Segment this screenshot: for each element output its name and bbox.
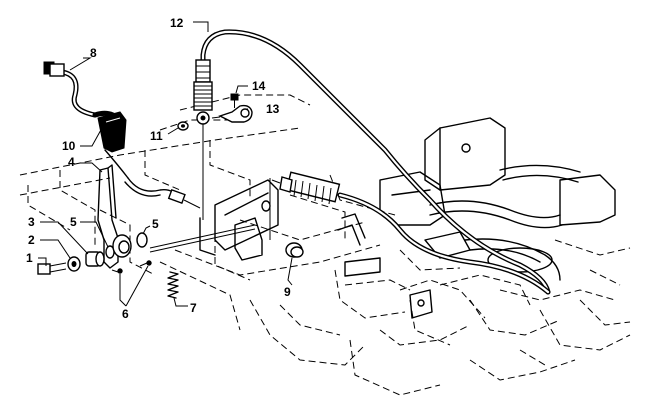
callout-4: 4 bbox=[68, 155, 75, 169]
callout-7: 7 bbox=[190, 301, 197, 315]
callout-8: 8 bbox=[90, 46, 97, 60]
cable-12 bbox=[193, 29, 551, 295]
callout-14: 14 bbox=[252, 79, 266, 93]
chassis-frame bbox=[19, 94, 631, 396]
part-9-bushing bbox=[285, 242, 304, 258]
pivot-assembly bbox=[37, 232, 152, 275]
cable-lever bbox=[269, 171, 551, 295]
callout-13: 13 bbox=[266, 102, 280, 116]
part-13-clevis bbox=[211, 104, 253, 123]
callout-6: 6 bbox=[122, 307, 129, 321]
part-4-lever bbox=[97, 164, 119, 269]
callout-3: 3 bbox=[28, 215, 35, 229]
callout-11: 11 bbox=[150, 129, 163, 143]
callout-1: 1 bbox=[26, 251, 33, 265]
leader-lines bbox=[38, 21, 293, 307]
part-11-nut bbox=[177, 121, 189, 131]
callouts: 8 12 14 13 11 10 4 3 2 1 5 5 6 7 9 bbox=[26, 16, 291, 321]
part-10-grip bbox=[92, 110, 129, 179]
part-14-pin bbox=[230, 93, 239, 108]
callout-5-left: 5 bbox=[70, 215, 77, 229]
part-8-switch bbox=[43, 61, 98, 118]
rear-frame bbox=[337, 117, 616, 319]
callout-2: 2 bbox=[28, 233, 35, 247]
part-7-spring bbox=[167, 271, 179, 299]
callout-12: 12 bbox=[170, 16, 184, 30]
callout-9: 9 bbox=[284, 285, 291, 299]
wire-harness bbox=[124, 177, 201, 209]
bracket bbox=[149, 179, 279, 261]
callout-5-right: 5 bbox=[152, 217, 159, 231]
callout-10: 10 bbox=[62, 139, 76, 153]
